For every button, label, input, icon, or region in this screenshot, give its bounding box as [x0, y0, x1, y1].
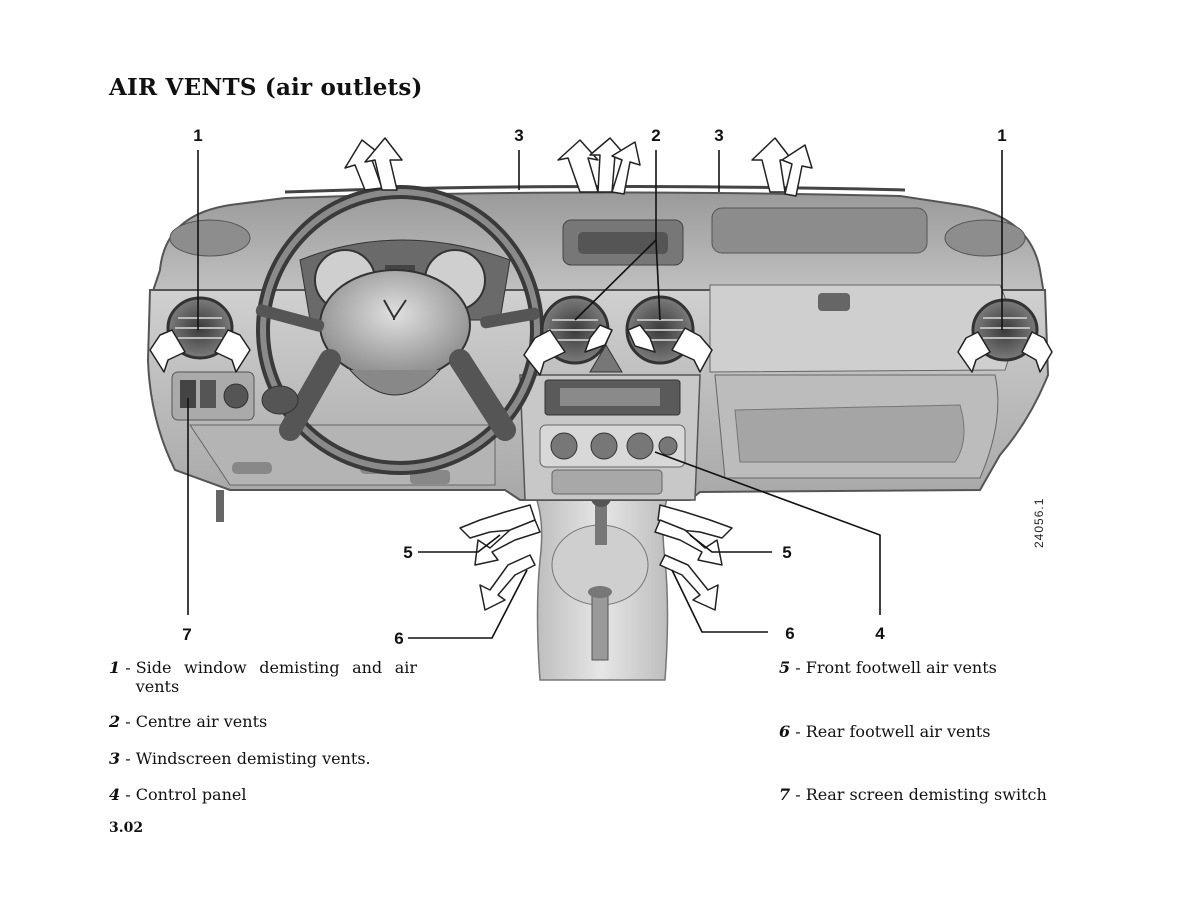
- callout-2: 2: [651, 126, 661, 145]
- steering-wheel: [255, 185, 544, 475]
- callout-3-right: 3: [714, 126, 724, 145]
- legend-number: 4: [109, 785, 121, 804]
- legend-item-6: 6 - Rear footwell air vents: [779, 722, 991, 741]
- legend-text: Rear screen demisting switch: [805, 785, 1047, 804]
- legend-number: 6: [779, 722, 791, 741]
- legend-item-7: 7 - Rear screen demisting switch: [779, 785, 1047, 804]
- legend-number: 7: [779, 785, 791, 804]
- leader-lines: [187, 150, 1003, 639]
- callout-7: 7: [182, 625, 192, 644]
- page-title: AIR VENTS (air outlets): [109, 74, 423, 101]
- callout-5-right: 5: [782, 543, 792, 562]
- centre-console: [519, 344, 701, 501]
- legend-text: Front footwell air vents: [805, 658, 997, 677]
- legend-text: Centre air vents: [135, 712, 268, 731]
- legend-number: 3: [109, 749, 121, 768]
- legend-text: Side window demisting and air vents: [135, 658, 417, 696]
- legend-item-3: 3 - Windscreen demisting vents.: [109, 749, 371, 768]
- side-vent-right: [971, 298, 1039, 362]
- callout-4: 4: [875, 624, 885, 643]
- airflow-arrows: [149, 137, 1053, 611]
- callout-3-left: 3: [514, 126, 524, 145]
- legend-text: Rear footwell air vents: [805, 722, 991, 741]
- legend-item-5: 5 - Front footwell air vents: [779, 658, 997, 677]
- page-number: 3.02: [109, 820, 144, 836]
- legend-item-1: 1 - Side window demisting and air vents: [109, 658, 417, 696]
- legend-item-2: 2 - Centre air vents: [109, 712, 268, 731]
- switch-panel: [171, 371, 299, 421]
- legend-item-4: 4 - Control panel: [109, 785, 247, 804]
- legend-number: 2: [109, 712, 121, 731]
- legend-number: 1: [109, 658, 121, 677]
- figure-reference-code: 24056.1: [1032, 497, 1046, 548]
- callout-6-right: 6: [785, 624, 795, 643]
- legend-number: 5: [779, 658, 791, 677]
- legend-text: Control panel: [135, 785, 247, 804]
- callout-1-right: 1: [997, 126, 1007, 145]
- callout-1-left: 1: [193, 126, 203, 145]
- centre-tunnel: [533, 489, 670, 681]
- legend-text: Windscreen demisting vents.: [135, 749, 371, 768]
- callout-6-left: 6: [394, 629, 404, 648]
- callout-5-left: 5: [403, 543, 413, 562]
